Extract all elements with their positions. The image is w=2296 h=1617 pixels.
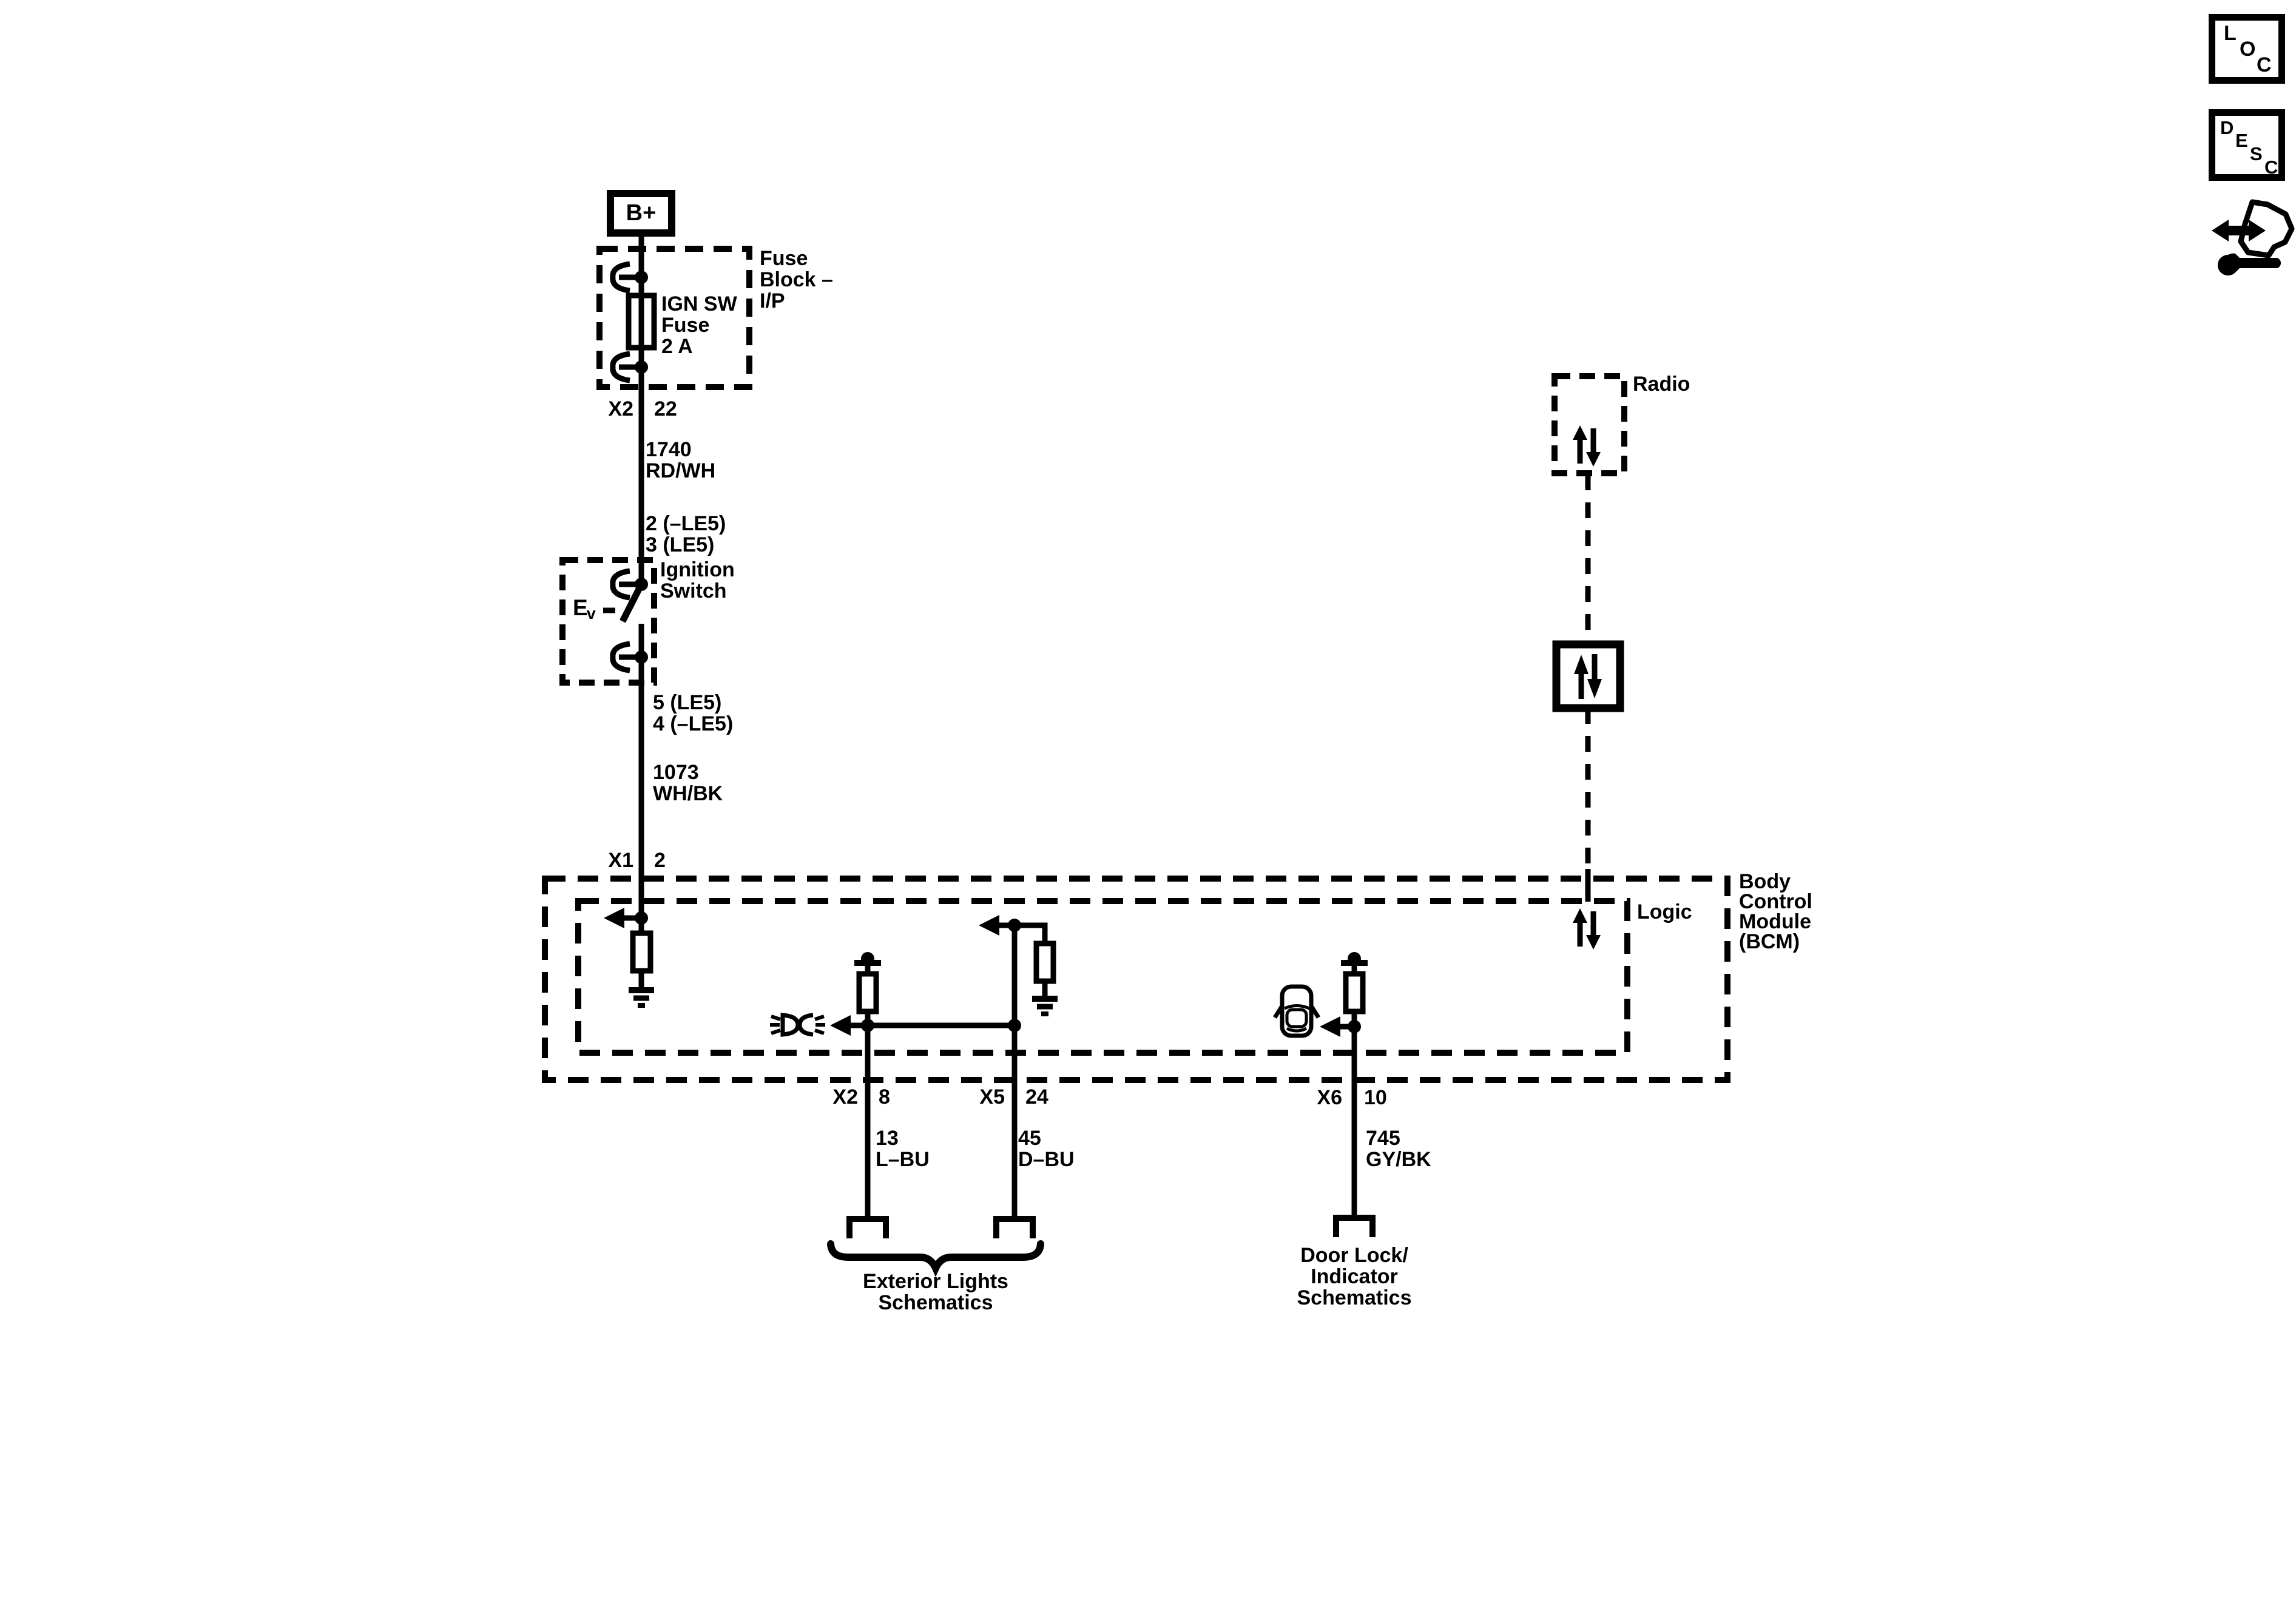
battery-feed-label: B+ bbox=[626, 200, 657, 226]
connector-clip-icon bbox=[610, 641, 648, 673]
left-arrow-icon bbox=[604, 908, 624, 928]
termination-icon bbox=[846, 1216, 889, 1238]
connector-x1-label: X1 bbox=[608, 849, 633, 872]
bcm-input-branch bbox=[604, 908, 654, 1008]
ground-icon bbox=[1032, 996, 1058, 1016]
ignition-pins-out-label: 5 (LE5) 4 (–LE5) bbox=[653, 691, 734, 735]
ignition-position-code: Ev bbox=[573, 595, 596, 623]
resistor-icon bbox=[1033, 940, 1056, 984]
battery-feed-box: B+ bbox=[607, 190, 675, 237]
bcm-name-label: Body Control Module (BCM) bbox=[1739, 870, 1812, 953]
pin-22-label: 22 bbox=[654, 397, 677, 420]
resistor-icon bbox=[630, 930, 653, 974]
pin-8-label: 8 bbox=[879, 1085, 890, 1109]
logic-label: Logic bbox=[1637, 900, 1692, 923]
connector-x2-out-label: X2 bbox=[832, 1085, 858, 1109]
fuse-icon bbox=[626, 292, 657, 351]
resistor-icon bbox=[1343, 971, 1366, 1014]
lamp-icon bbox=[770, 1013, 825, 1037]
ignition-switch-box bbox=[559, 557, 657, 686]
bcm-lamp-output-branch bbox=[830, 952, 881, 1219]
wire-45-label: 45 D–BU bbox=[1018, 1127, 1075, 1171]
left-arrow-icon bbox=[1320, 1016, 1340, 1037]
bcm-x5-output-branch bbox=[868, 915, 1058, 1219]
termination-icon bbox=[1333, 1215, 1376, 1237]
brace bbox=[827, 1240, 1044, 1277]
radio-box bbox=[1551, 373, 1627, 476]
pin-24-label: 24 bbox=[1025, 1085, 1048, 1109]
bcm-logic-box bbox=[575, 898, 1630, 1056]
connector-clip-icon bbox=[610, 261, 648, 294]
ignition-switch-name-label: Ignition Switch bbox=[660, 558, 735, 603]
connector-x2-label: X2 bbox=[608, 397, 633, 420]
bcm-doorlock-output-branch bbox=[1320, 952, 1368, 1218]
wire-1073-label: 1073 WH/BK bbox=[653, 761, 723, 805]
fuse-block-box bbox=[596, 246, 752, 390]
wire-1740-label: 1740 RD/WH bbox=[646, 438, 716, 482]
pin-10-label: 10 bbox=[1364, 1086, 1387, 1109]
left-arrow-icon bbox=[830, 1015, 851, 1036]
connector-x5-label: X5 bbox=[979, 1085, 1005, 1109]
updown-arrows-icon bbox=[1573, 908, 1601, 950]
car-icon bbox=[1273, 984, 1320, 1038]
fuse-name-label: IGN SW Fuse 2 A bbox=[661, 292, 737, 358]
resistor-icon bbox=[856, 971, 879, 1014]
nav-arrow-wrench-icon bbox=[2212, 199, 2295, 275]
exterior-lights-ref-label: Exterior Lights Schematics bbox=[863, 1270, 1008, 1314]
serial-data-link-box bbox=[1552, 640, 1624, 712]
wire-745-label: 745 GY/BK bbox=[1366, 1127, 1431, 1171]
fuse-block-name-label: Fuse Block – I/P bbox=[760, 247, 833, 312]
connector-clip-icon bbox=[610, 351, 648, 383]
ignition-pins-in-label: 2 (–LE5) 3 (LE5) bbox=[646, 512, 726, 556]
radio-label: Radio bbox=[1633, 373, 1690, 396]
pin-2-label: 2 bbox=[654, 849, 666, 872]
bcm-box bbox=[542, 876, 1730, 1083]
ground-icon bbox=[629, 987, 654, 1008]
wire-13-label: 13 L–BU bbox=[876, 1127, 930, 1171]
updown-arrows-icon bbox=[1573, 425, 1601, 467]
updown-arrows-icon bbox=[1574, 654, 1602, 699]
loc-box: L O C bbox=[2209, 14, 2285, 84]
left-arrow-icon bbox=[979, 915, 999, 936]
connector-x6-label: X6 bbox=[1317, 1086, 1342, 1109]
door-lock-ref-label: Door Lock/ Indicator Schematics bbox=[1297, 1244, 1412, 1309]
termination-icon bbox=[993, 1216, 1036, 1238]
ignition-switch-blade-icon bbox=[620, 582, 644, 623]
desc-box: D E S C bbox=[2209, 109, 2285, 181]
